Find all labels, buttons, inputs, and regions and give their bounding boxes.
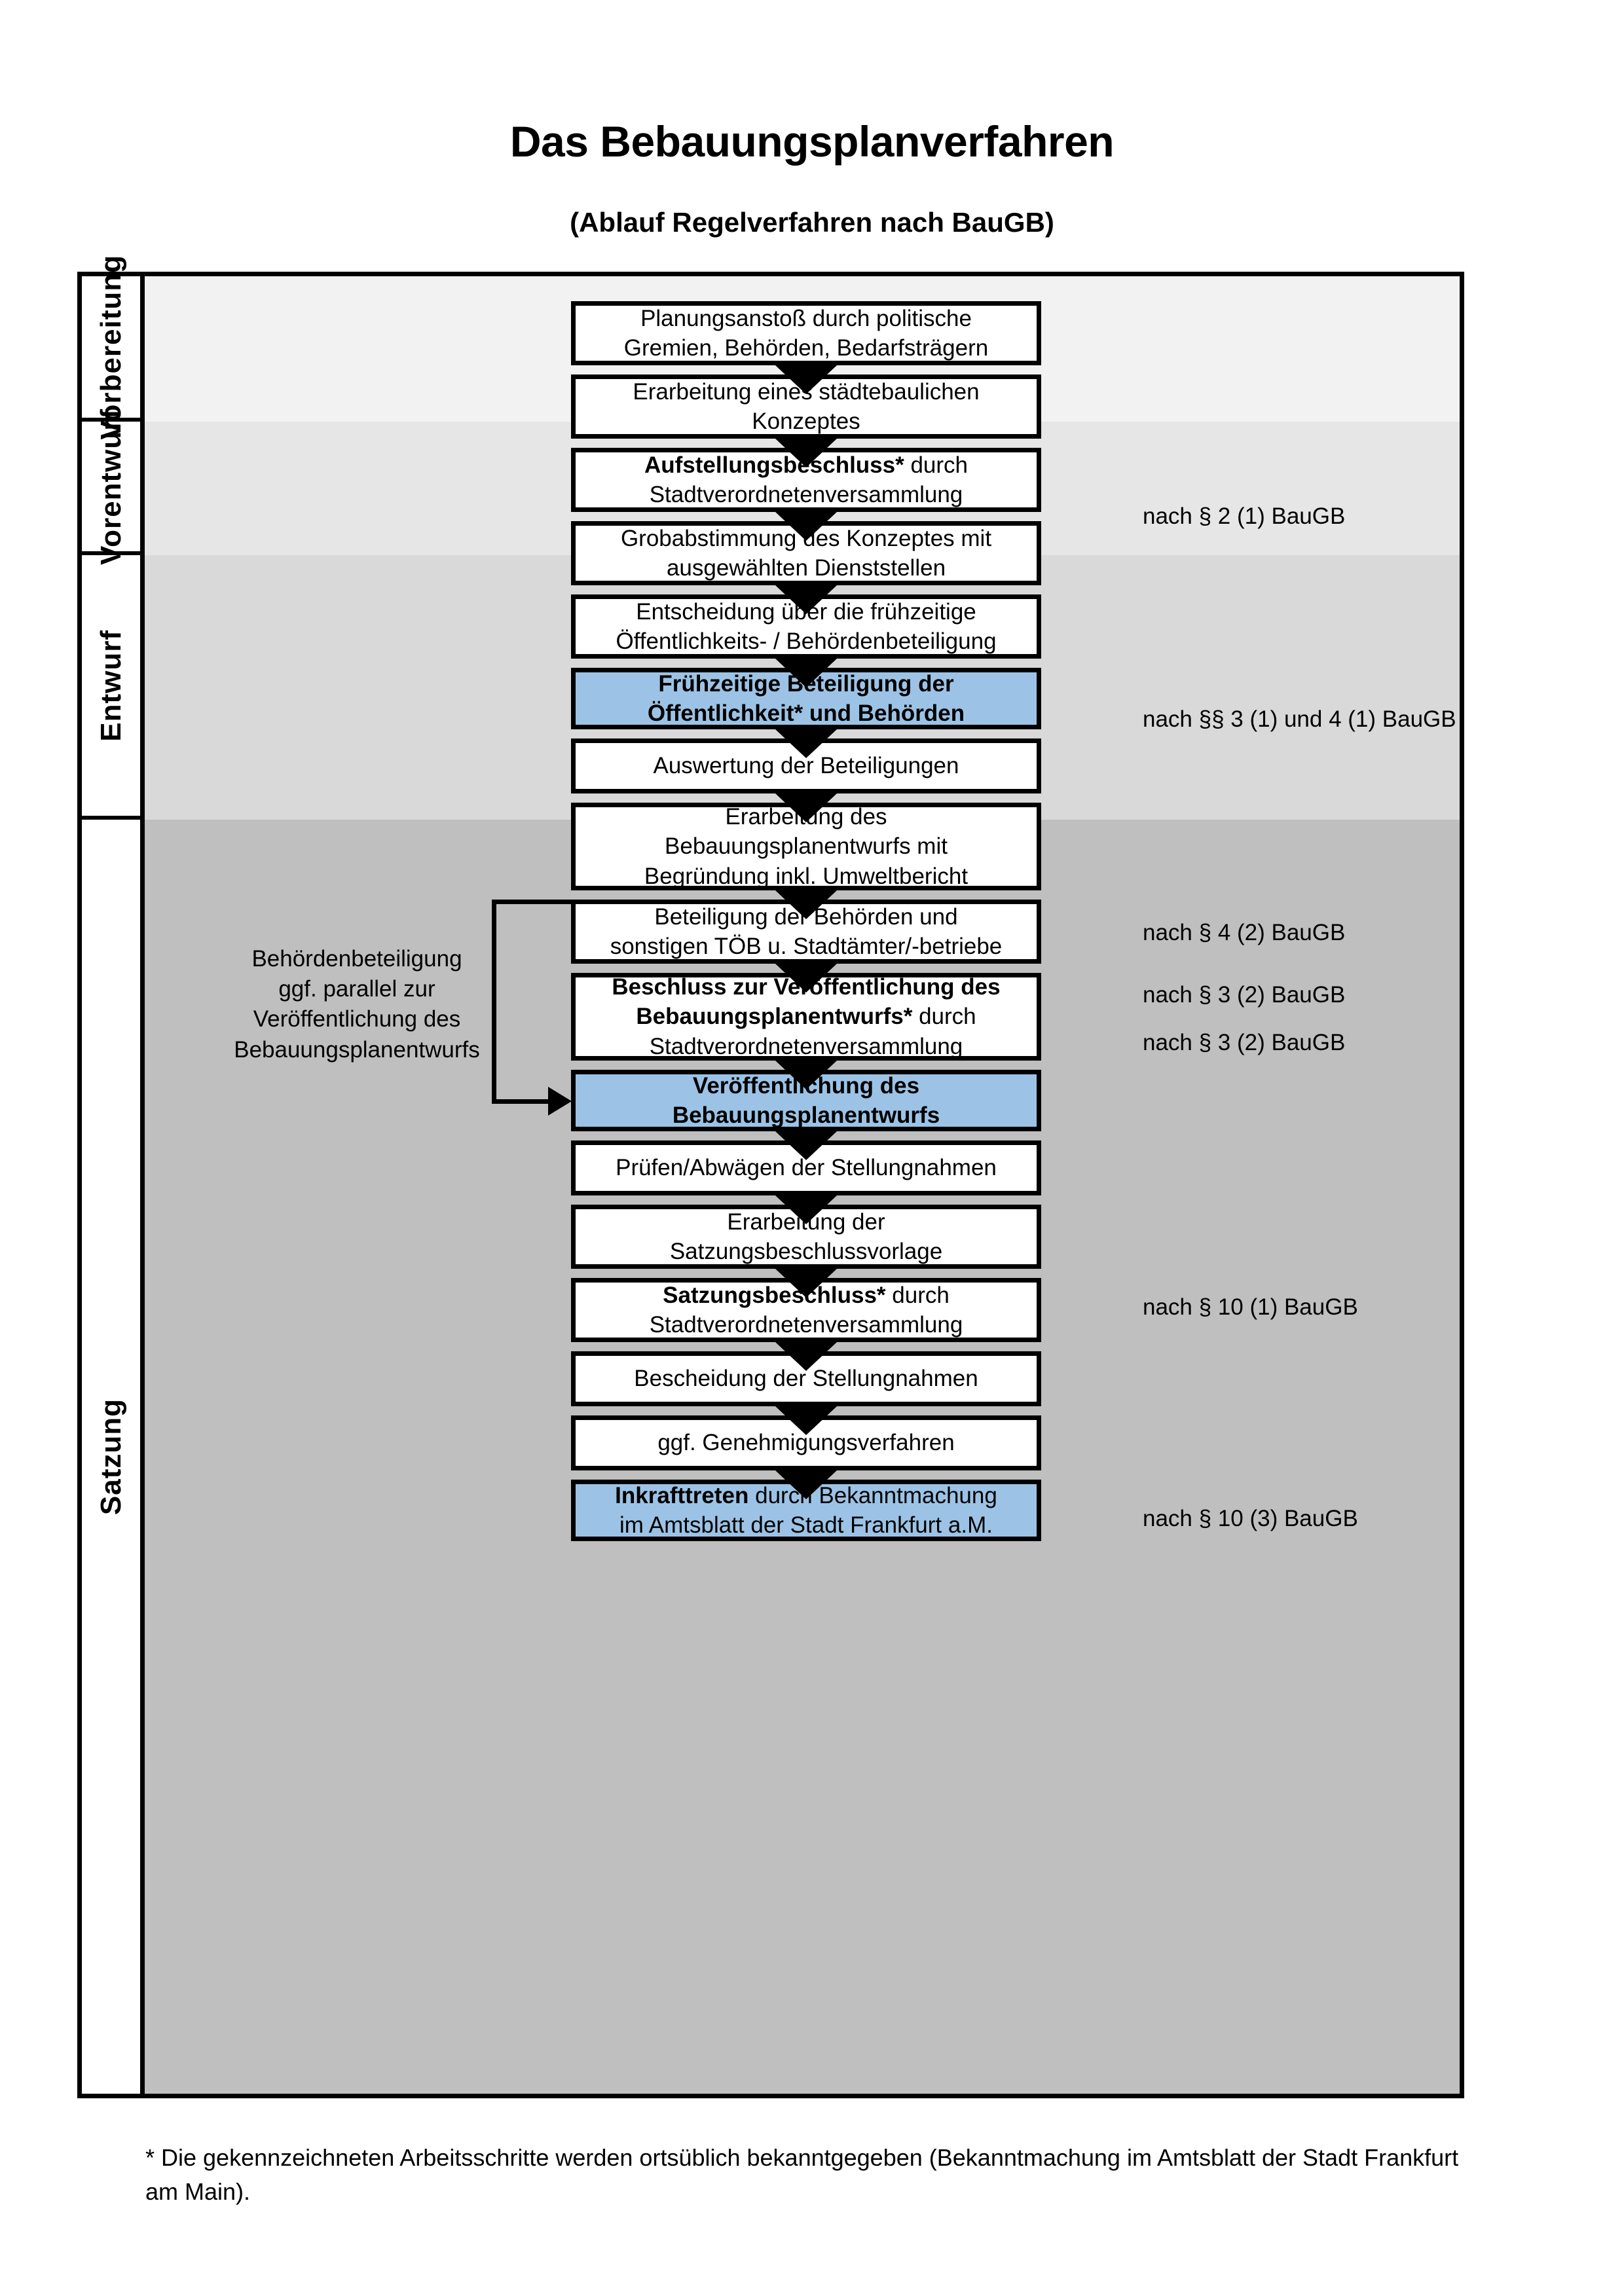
phase-cell-entwurf: Entwurf (82, 555, 140, 820)
phase-label-vorentwurf: Vorentwurf (94, 408, 127, 565)
phase-cell-vorentwurf: Vorentwurf (82, 409, 140, 564)
statute-note-par10-3: nach § 10 (3) BauGB (1143, 1506, 1358, 1531)
bracket-arrowhead-icon (548, 1087, 572, 1116)
flow-arrow-7 (775, 793, 837, 822)
bracket-bottom-segment (492, 1099, 551, 1104)
phase-label-entwurf: Entwurf (94, 629, 127, 742)
page-subtitle: (Ablauf Regelverfahren nach BauGB) (570, 207, 1054, 238)
flow-arrow-16 (775, 1470, 837, 1499)
bracket-vertical-segment (492, 900, 496, 1104)
phase-cell-satzung: Satzung (82, 820, 140, 2094)
node-bold-fragment: Satzungsbeschluss* (663, 1282, 886, 1308)
statute-note-par3-2-a: nach § 3 (2) BauGB (1143, 982, 1346, 1008)
flow-arrow-3 (775, 512, 837, 541)
flow-arrow-13 (775, 1269, 837, 1298)
statute-note-par3-2-b: nach § 3 (2) BauGB (1143, 1030, 1346, 1055)
flow-arrow-14 (775, 1342, 837, 1371)
side-annotation-behoerdenbeteiligung: Behördenbeteiligung ggf. parallel zur Ve… (234, 946, 480, 1063)
flow-arrow-1 (775, 365, 837, 394)
flow-arrow-10 (775, 1061, 837, 1089)
node-bold-fragment: Aufstellungsbeschluss* (644, 452, 904, 478)
flow-arrow-2 (775, 439, 837, 467)
flow-arrow-5 (775, 659, 837, 687)
flowchart-frame: Vorbereitung Vorentwurf Entwurf Satzung … (77, 255, 1464, 2098)
bracket-top-segment (492, 900, 573, 904)
flow-arrow-8 (775, 890, 837, 919)
page-title: Das Bebauungsplanverfahren (509, 117, 1115, 166)
statute-note-par10-1: nach § 10 (1) BauGB (1143, 1294, 1358, 1320)
flow-arrow-12 (775, 1195, 837, 1224)
node-bold-fragment: Inkrafttreten (615, 1482, 749, 1508)
statute-note-par3-1-4-1: nach §§ 3 (1) und 4 (1) BauGB (1143, 706, 1456, 732)
statute-note-par2-1: nach § 2 (1) BauGB (1143, 503, 1346, 529)
flow-arrow-15 (775, 1406, 837, 1435)
phase-gutter: Vorbereitung Vorentwurf Entwurf Satzung (82, 255, 145, 2094)
statute-note-par4-2: nach § 4 (2) BauGB (1143, 920, 1346, 945)
phase-label-satzung: Satzung (94, 1398, 127, 1516)
flow-arrow-9 (775, 964, 837, 993)
flow-arrow-6 (775, 729, 837, 758)
footnote-text: * Die gekennzeichneten Arbeitsschritte w… (145, 2144, 1459, 2206)
phase-cell-vorbereitung: Vorbereitung (82, 255, 140, 439)
flow-arrow-11 (775, 1131, 837, 1160)
flow-arrow-4 (775, 585, 837, 614)
